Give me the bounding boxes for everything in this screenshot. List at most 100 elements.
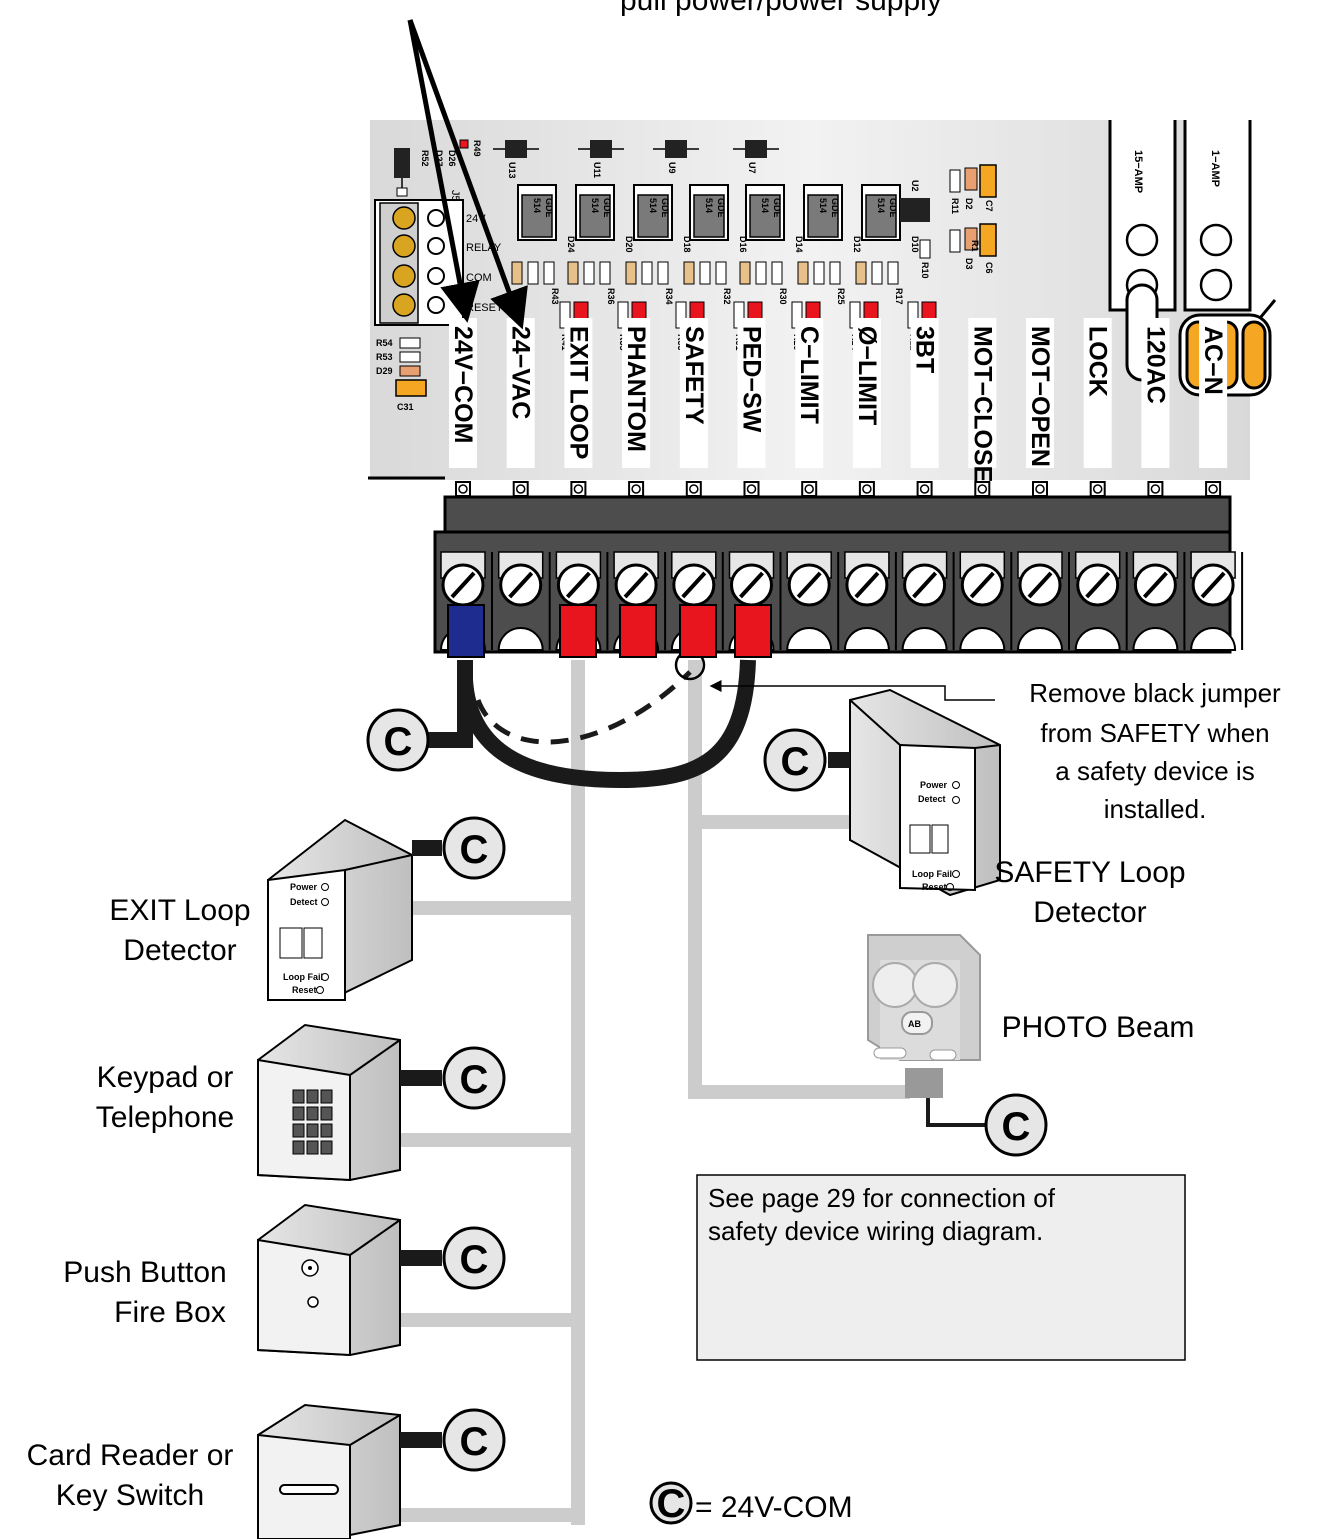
- safety-power-label: Power: [920, 780, 948, 790]
- terminal-label: Ø−LIMIT: [853, 326, 881, 425]
- keypad-key[interactable]: [292, 1123, 305, 1138]
- terminal-screw-slot: [508, 571, 534, 599]
- ref-resistor: R30: [778, 288, 788, 305]
- common-symbol-circle: [366, 708, 430, 772]
- terminal-pin-hole: [631, 484, 641, 494]
- terminal-wire-entry: [497, 627, 544, 651]
- terminal-label: MOT−OPEN: [1026, 326, 1054, 467]
- terminal-pin: [916, 481, 933, 497]
- keypad-key[interactable]: [306, 1123, 319, 1138]
- terminal-screw-slot: [681, 571, 707, 599]
- terminal-pin: [1205, 481, 1222, 497]
- common-symbol-circle: [442, 1408, 506, 1472]
- keypad-key[interactable]: [320, 1089, 333, 1104]
- ref-d27: D27: [434, 150, 444, 167]
- jumper-note-line-4: installed.: [1104, 794, 1207, 824]
- relay-label-com: COM: [466, 272, 492, 284]
- push-button-label-2: Fire Box: [114, 1296, 226, 1329]
- terminal-pin-hole: [689, 484, 699, 494]
- keypad-key[interactable]: [320, 1140, 333, 1155]
- fuse-1amp-label: 1−AMP: [1209, 150, 1221, 187]
- common-symbol-letter: C: [1002, 1105, 1031, 1149]
- ic-chip: [505, 140, 527, 158]
- relay-chip: [749, 194, 781, 238]
- relay-label-reset: RESET: [466, 302, 503, 314]
- ref-d26: D26: [447, 150, 457, 167]
- ref-resistor: R34: [664, 288, 674, 305]
- relay-chip: [865, 194, 897, 238]
- keypad-key[interactable]: [320, 1123, 333, 1138]
- ref-d29: D29: [376, 366, 393, 376]
- terminal-pin-hole: [1208, 484, 1218, 494]
- keypad-key[interactable]: [306, 1089, 319, 1104]
- ref-r11: R10: [920, 262, 930, 279]
- safety-loop-detector: Power Detect Loop Fail Reset: [849, 688, 1001, 897]
- fuse-1amp: 1−AMP: [1183, 120, 1277, 361]
- keypad-key[interactable]: [292, 1140, 305, 1155]
- relay-chip-label-top: 514: [704, 198, 714, 213]
- card-reader-label-2: Key Switch: [56, 1479, 204, 1512]
- ref-c7: C7: [984, 200, 994, 212]
- common-symbol-letter: C: [460, 828, 489, 872]
- pcb-misc-parts: R52 D27 D26 R49: [394, 139, 482, 197]
- terminal-label-bg: [449, 318, 477, 468]
- terminal-label-bg: [795, 318, 824, 468]
- terminal-pin-hole: [862, 484, 872, 494]
- terminal-pin: [1147, 481, 1164, 497]
- keypad-key[interactable]: [292, 1106, 305, 1121]
- smt-resistor: [771, 261, 783, 285]
- ref-diode: D24: [566, 236, 576, 253]
- header-label: J5: [449, 190, 461, 202]
- keypad-key[interactable]: [292, 1089, 305, 1104]
- terminal-pin-hole: [573, 484, 584, 494]
- terminal-screw-slot: [1027, 571, 1053, 599]
- terminal-wire-entry: [843, 627, 890, 651]
- common-symbol-circle: [442, 1226, 506, 1290]
- terminal-label: LOCK: [1084, 326, 1112, 397]
- terminal-pin: [628, 481, 645, 497]
- terminal-label: SAFETY: [680, 326, 708, 425]
- keypad-key[interactable]: [320, 1106, 333, 1121]
- smt-resistor: [657, 261, 669, 285]
- smt-resistor: [527, 261, 539, 285]
- ref-diode: D20: [624, 236, 634, 253]
- smt-resistor: [715, 261, 727, 285]
- terminal-label: AC−N: [1199, 326, 1227, 395]
- relay-chip: [637, 194, 669, 238]
- jumper-note-line-1: Remove black jumper: [1029, 678, 1281, 708]
- relay-chip-label-bottom: GDE: [544, 198, 554, 218]
- relay-chip-label-top: 514: [532, 198, 542, 213]
- terminal-pin-hole: [804, 484, 814, 494]
- terminal-label-bg: [679, 318, 708, 468]
- terminal-pin: [512, 481, 529, 497]
- terminal-label: EXIT LOOP: [564, 326, 592, 459]
- keypad-key[interactable]: [306, 1140, 319, 1155]
- terminal-label-bg: [1141, 318, 1170, 468]
- exit-detect-label: Detect: [290, 897, 318, 907]
- terminal-pin-hole: [458, 484, 468, 494]
- smt-cap: [797, 261, 809, 285]
- pcb-lower-left-parts: R54 R53 D29 C31: [376, 337, 427, 412]
- terminal-lugs: [447, 604, 772, 658]
- smt-cap: [683, 261, 695, 285]
- keypad-key[interactable]: [306, 1106, 319, 1121]
- safety-loop-label-1: SAFETY Loop: [994, 856, 1185, 889]
- terminal-label: 24−VAC: [507, 326, 535, 419]
- ref-d3: D3: [964, 258, 974, 270]
- ref-diode: D12: [852, 236, 862, 253]
- terminal-label: 3BT: [911, 326, 939, 373]
- terminal-screw-slot: [854, 571, 880, 599]
- ref-ic: U11: [592, 162, 602, 178]
- terminal-pin-hole: [1150, 484, 1161, 494]
- exit-loop-fail-label: Loop Fail: [283, 972, 323, 982]
- smt-resistor: [641, 261, 653, 285]
- smt-resistor: [871, 261, 883, 285]
- ref-d2: D2: [964, 198, 974, 210]
- exit-loop-label-2: Detector: [123, 934, 236, 967]
- relay-chip: [579, 194, 611, 238]
- terminal-screw-slot: [623, 571, 649, 599]
